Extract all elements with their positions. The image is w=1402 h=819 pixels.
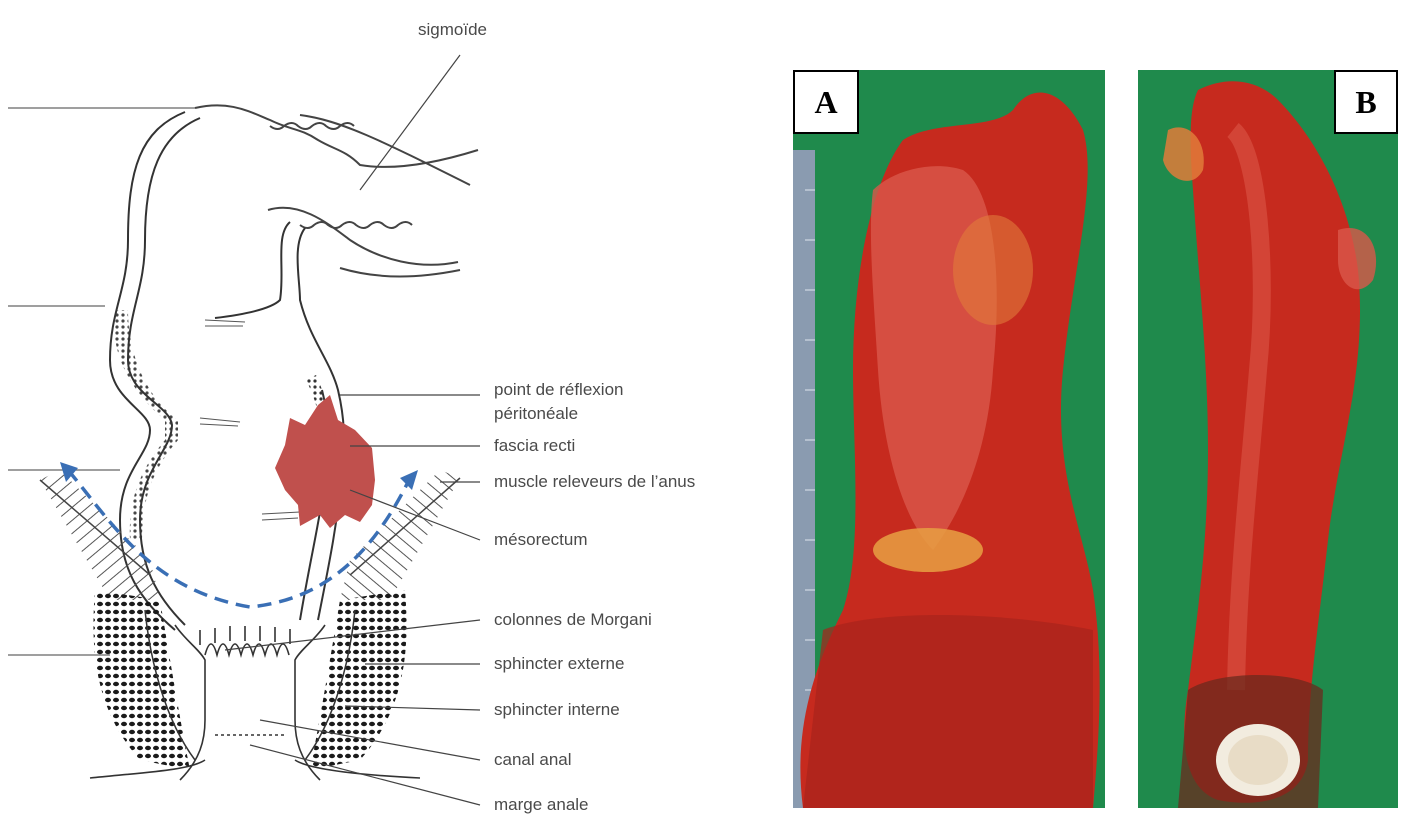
- label-sigmoide: sigmoïde: [418, 20, 487, 40]
- dissection-arrow-right: [400, 470, 418, 490]
- label-reflexion-line2: péritonéale: [494, 404, 578, 424]
- diagram-drawing: [0, 0, 760, 819]
- rectum-walls: [110, 112, 344, 630]
- specimen-photo-a: A: [793, 70, 1105, 808]
- label-muscle-releveurs: muscle releveurs de l’anus: [494, 472, 695, 492]
- specimen-b-drawing: [1138, 70, 1398, 808]
- levator-ani-muscle: [40, 470, 460, 600]
- tumor-shape: [275, 395, 375, 528]
- label-canal-anal: canal anal: [494, 750, 572, 770]
- label-sphincter-interne: sphincter interne: [494, 700, 620, 720]
- sigmoid-colon: [195, 105, 478, 276]
- label-fascia-recti: fascia recti: [494, 436, 575, 456]
- rectum-anatomy-diagram: sigmoïde point de réflexion péritonéale …: [0, 0, 760, 819]
- specimen-a-drawing: [793, 70, 1105, 808]
- label-colonnes-morgani: colonnes de Morgani: [494, 610, 652, 630]
- sphincter-masses: [93, 590, 406, 770]
- label-mesorectum: mésorectum: [494, 530, 588, 550]
- label-sphincter-externe: sphincter externe: [494, 654, 624, 674]
- panel-a-label: A: [793, 70, 859, 134]
- label-marge-anale: marge anale: [494, 795, 589, 815]
- panel-b-label: B: [1334, 70, 1398, 134]
- label-reflexion-line1: point de réflexion: [494, 380, 623, 400]
- specimen-photo-b: B: [1138, 70, 1398, 808]
